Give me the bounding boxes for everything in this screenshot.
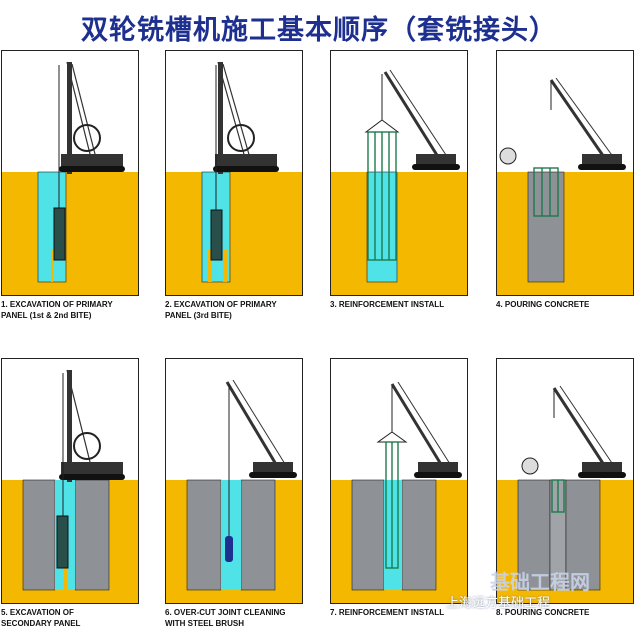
- step-2-diagram: [165, 50, 303, 296]
- step-4-diagram: [496, 50, 634, 296]
- step-7-caption: 7. REINFORCEMENT INSTALL: [330, 607, 490, 618]
- step-2-caption-line2: PANEL (3rd BITE): [165, 311, 232, 320]
- step-8-caption: 8. POURING CONCRETE: [496, 607, 638, 618]
- step-6-diagram: [165, 358, 303, 604]
- step-2-panel: 2. EXCAVATION OF PRIMARY PANEL (3rd BITE…: [165, 50, 303, 320]
- step-7-panel: 7. REINFORCEMENT INSTALL: [330, 358, 468, 617]
- step-3-panel: 3. REINFORCEMENT INSTALL: [330, 50, 468, 309]
- step-1-diagram: [1, 50, 139, 296]
- step-8-caption-line1: 8. POURING CONCRETE: [496, 608, 590, 617]
- step-5-caption-line2: SECONDARY PANEL: [1, 619, 81, 628]
- step-5-caption-line1: 5. EXCAVATION OF: [1, 608, 74, 617]
- step-6-caption: 6. OVER-CUT JOINT CLEANING WITH STEEL BR…: [165, 607, 325, 629]
- step-5-diagram: [1, 358, 139, 604]
- page-title: 双轮铣槽机施工基本顺序（套铣接头）: [81, 15, 557, 46]
- step-3-diagram: [330, 50, 468, 296]
- step-5-caption: 5. EXCAVATION OF SECONDARY PANEL: [1, 607, 161, 629]
- step-2-caption: 2. EXCAVATION OF PRIMARY PANEL (3rd BITE…: [165, 299, 325, 321]
- step-8-panel: 8. POURING CONCRETE: [496, 358, 634, 617]
- step-4-caption-line1: 4. POURING CONCRETE: [496, 300, 590, 309]
- step-6-caption-line1: 6. OVER-CUT JOINT CLEANING: [165, 608, 286, 617]
- step-8-diagram: [496, 358, 634, 604]
- step-2-caption-line1: 2. EXCAVATION OF PRIMARY: [165, 300, 277, 309]
- step-4-caption: 4. POURING CONCRETE: [496, 299, 638, 310]
- step-6-caption-line2: WITH STEEL BRUSH: [165, 619, 244, 628]
- step-7-diagram: [330, 358, 468, 604]
- step-1-caption-line1: 1. EXCAVATION OF PRIMARY: [1, 300, 113, 309]
- step-6-panel: 6. OVER-CUT JOINT CLEANING WITH STEEL BR…: [165, 358, 303, 628]
- step-4-panel: 4. POURING CONCRETE: [496, 50, 634, 309]
- step-3-caption-line1: 3. REINFORCEMENT INSTALL: [330, 300, 445, 309]
- step-3-caption: 3. REINFORCEMENT INSTALL: [330, 299, 490, 310]
- watermark-line2: 上海远方基础工程: [446, 596, 551, 611]
- step-1-caption: 1. EXCAVATION OF PRIMARY PANEL (1st & 2n…: [1, 299, 161, 321]
- step-1-panel: 1. EXCAVATION OF PRIMARY PANEL (1st & 2n…: [1, 50, 139, 320]
- watermark-line1: 基础工程网: [490, 570, 590, 594]
- step-1-caption-line2: PANEL (1st & 2nd BITE): [1, 311, 92, 320]
- watermark: 基础工程网 上海远方基础工程: [438, 566, 638, 626]
- step-7-caption-line1: 7. REINFORCEMENT INSTALL: [330, 608, 445, 617]
- step-5-panel: 5. EXCAVATION OF SECONDARY PANEL: [1, 358, 139, 628]
